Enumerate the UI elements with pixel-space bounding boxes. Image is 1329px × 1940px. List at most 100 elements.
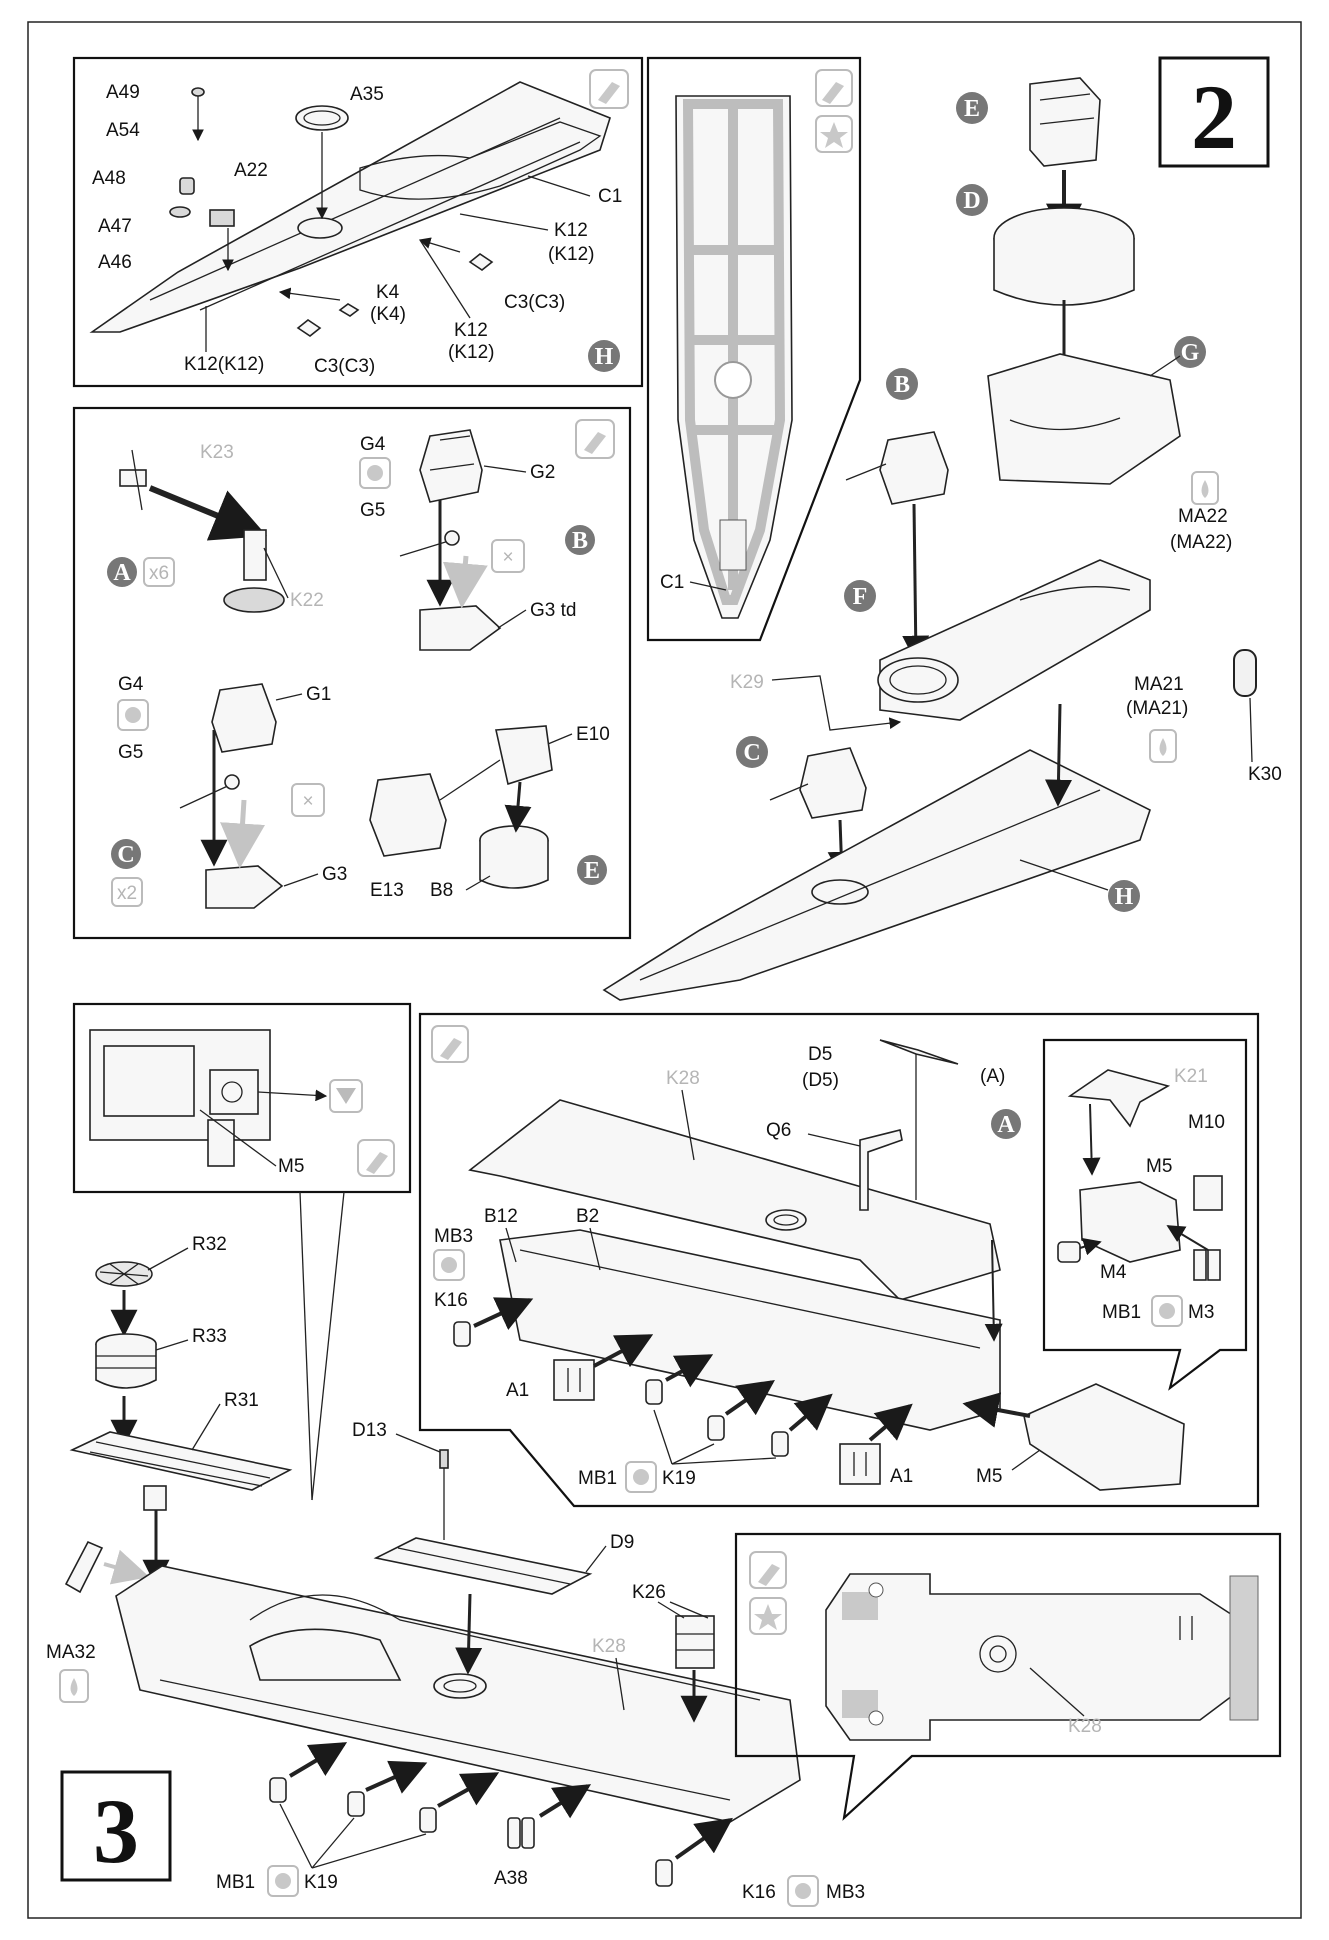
label-g3: G3 — [322, 864, 347, 885]
label-a-paren: (A) — [980, 1066, 1005, 1087]
circle-b: B — [565, 525, 595, 555]
label-c1: C1 — [598, 186, 622, 207]
mb1-icon-main — [267, 1865, 299, 1897]
svg-text:A: A — [997, 1112, 1015, 1138]
page-border — [27, 21, 1302, 1919]
circle-c: C — [111, 839, 141, 869]
warning-icon — [329, 1079, 363, 1113]
k30-part: K30 — [1233, 649, 1282, 785]
label-k28-main: K28 — [592, 1636, 626, 1657]
label-k29: K29 — [730, 672, 764, 693]
label-a1-a: A1 — [506, 1380, 529, 1401]
circle-g: G — [1181, 340, 1200, 366]
turret-c-main: C — [736, 736, 867, 879]
svg-text:E: E — [584, 858, 600, 884]
label-g4-a: G4 — [360, 434, 386, 455]
deck-details — [149, 117, 581, 311]
callout-line — [299, 1191, 313, 1501]
label-m5-detail: M5 — [278, 1156, 304, 1177]
label-k12-a: K12 — [554, 220, 588, 241]
label-b12: B12 — [484, 1206, 518, 1227]
label-r32: R32 — [192, 1234, 227, 1255]
label-k28-super: K28 — [666, 1068, 700, 1089]
label-ma32: MA32 — [46, 1642, 96, 1663]
ma32-part — [64, 1540, 150, 1594]
label-group-f: F — [844, 580, 876, 612]
svg-text:x2: x2 — [117, 883, 137, 904]
step-3-number: 3 — [93, 1780, 139, 1882]
cement-icon-b: × — [291, 783, 325, 817]
d9-part — [373, 1537, 593, 1675]
turret-panel: K23 K22 A x6 G4 G2 G5 B × G — [72, 406, 632, 940]
circle-d: D — [963, 188, 980, 214]
label-k12-b: K12 — [454, 320, 488, 341]
label-r33: R33 — [192, 1326, 227, 1347]
circle-c-main: C — [743, 740, 760, 766]
c3-fitting-2 — [296, 319, 322, 337]
label-a46: A46 — [98, 252, 132, 273]
label-ma21: MA21 — [1134, 674, 1184, 695]
label-a35: A35 — [350, 84, 384, 105]
label-d13: D13 — [352, 1420, 387, 1441]
label-ma22: MA22 — [1178, 506, 1228, 527]
k22-base — [223, 529, 285, 613]
circle-h-main: H — [1115, 884, 1134, 910]
multiplier-x6: x6 — [143, 557, 175, 587]
paint-drop-icon — [59, 1669, 89, 1703]
circle-a-super: A — [991, 1109, 1021, 1139]
circle-e-main: E — [964, 96, 980, 122]
label-m3: M3 — [1188, 1302, 1214, 1323]
label-d5-paren: (D5) — [802, 1070, 839, 1091]
hull-top-panel: C1 — [646, 56, 862, 642]
r31-part — [69, 1431, 293, 1587]
paint-icon — [589, 69, 629, 109]
mb3-icon — [433, 1249, 465, 1281]
mb1-icon — [625, 1461, 657, 1493]
label-ma22-paren: (MA22) — [1170, 532, 1232, 553]
callout-line — [311, 1191, 345, 1501]
label-q6: Q6 — [766, 1120, 791, 1141]
svg-text:×: × — [502, 547, 513, 568]
label-k22: K22 — [290, 590, 324, 611]
paint-icon — [749, 1551, 787, 1589]
label-a54: A54 — [106, 120, 140, 141]
label-mb3-main: MB3 — [826, 1882, 865, 1903]
cement-icon: × — [491, 539, 525, 573]
paint-drop-icon — [1191, 471, 1219, 505]
upper-deck — [877, 559, 1151, 721]
turret-b — [399, 429, 502, 651]
label-k19-main: K19 — [304, 1872, 338, 1893]
r33-part — [95, 1333, 157, 1447]
label-e10: E10 — [576, 724, 610, 745]
circle-a: A — [107, 557, 137, 587]
label-d5: D5 — [808, 1044, 832, 1065]
label-a48: A48 — [92, 168, 126, 189]
label-m4: M4 — [1100, 1262, 1127, 1283]
label-a22: A22 — [234, 160, 268, 181]
step-2-number: 2 — [1191, 66, 1237, 168]
paint-icon — [431, 1025, 469, 1063]
label-k19: K19 — [662, 1468, 696, 1489]
label-ma21-paren: (MA21) — [1126, 698, 1188, 719]
label-a38: A38 — [494, 1868, 528, 1889]
label-m10: M10 — [1188, 1112, 1225, 1133]
c3-fitting — [468, 253, 494, 271]
svg-text:B: B — [572, 528, 588, 554]
paint-icon — [815, 69, 853, 107]
decal-star-icon — [749, 1597, 787, 1635]
label-c1-top: C1 — [660, 572, 684, 593]
step-2-badge: 2 — [1158, 56, 1270, 168]
superstructure-g: G — [987, 336, 1206, 485]
label-k4: K4 — [376, 282, 400, 303]
label-mb1: MB1 — [578, 1468, 617, 1489]
label-d9: D9 — [610, 1532, 634, 1553]
label-k16: K16 — [434, 1290, 468, 1311]
label-mb1-main: MB1 — [216, 1872, 255, 1893]
superstructure-panel: K28 D5 (D5) (A) A Q6 MB3 B12 B2 K16 A1 — [418, 1012, 1260, 1508]
svg-text:H: H — [595, 344, 614, 370]
svg-text:C: C — [117, 842, 134, 868]
label-k30: K30 — [1248, 764, 1282, 785]
label-a1-b: A1 — [890, 1466, 913, 1487]
part-g4-icon — [359, 457, 391, 489]
label-k16-main: K16 — [742, 1882, 776, 1903]
